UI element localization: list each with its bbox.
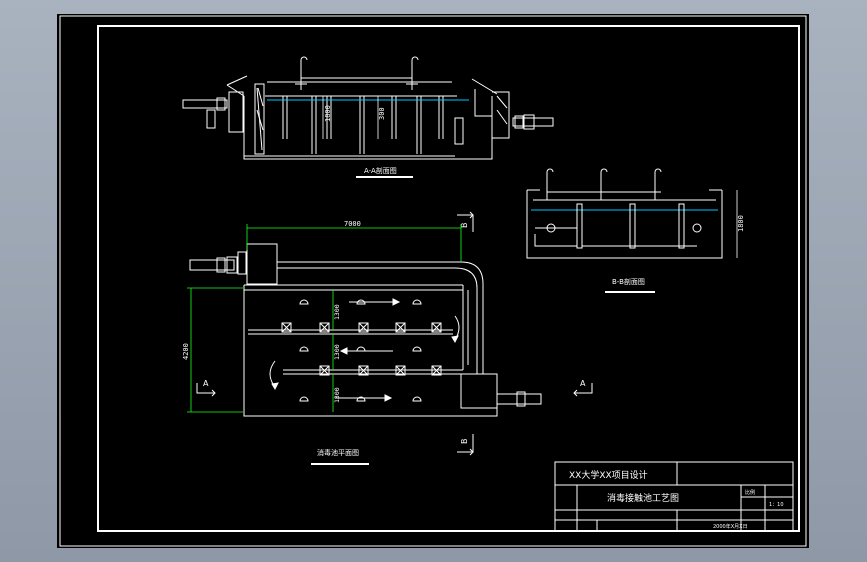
dim-aa-depth: 1800: [324, 105, 332, 122]
dim-baffle-2: 1300: [333, 344, 341, 360]
dim-aa-freeboard: 300: [378, 107, 386, 120]
plan-section-markers: [196, 211, 593, 456]
title-block-date: 2000年X月X日: [713, 523, 748, 530]
plan-diffusers: [281, 322, 442, 376]
title-block: [554, 461, 794, 532]
plan-dimensions: [187, 224, 462, 413]
title-block-school-project: XX大学XX项目设计: [569, 469, 648, 481]
dim-plan-width: 4200: [182, 343, 190, 360]
dim-baffle-3: 1300: [333, 387, 341, 403]
section-aa-title: A-A剖面图: [364, 166, 397, 175]
marker-b-top: B: [460, 223, 469, 229]
section-aa-dimensions: 1800 300: [322, 96, 386, 139]
section-bb-view: [526, 168, 723, 259]
section-bb-title: B-B剖面图: [612, 277, 645, 286]
plan-view: [189, 243, 542, 417]
plan-flow-arrows: [269, 298, 460, 402]
section-aa-view: [182, 56, 554, 160]
section-bb-dimensions: 1800: [736, 190, 745, 258]
marker-b-bottom: B: [460, 439, 469, 445]
dim-plan-length: 7000: [344, 220, 361, 228]
inner-frame: [97, 25, 800, 532]
title-block-drawing-name: 消毒接触池工艺图: [607, 492, 679, 504]
dim-bb-height: 1800: [737, 215, 745, 232]
marker-a-left: A: [203, 379, 209, 388]
title-block-scale-value: 1：10: [769, 502, 784, 508]
plan-title: 消毒池平面图: [317, 448, 359, 457]
outer-frame: [59, 15, 807, 547]
drawing-sheet: 1800 300 A-A剖面图 1800 B-B剖面图: [57, 14, 809, 548]
dim-baffle-1: 1300: [333, 304, 341, 320]
title-block-scale-label: 比例: [745, 489, 755, 496]
marker-a-right: A: [580, 379, 586, 388]
